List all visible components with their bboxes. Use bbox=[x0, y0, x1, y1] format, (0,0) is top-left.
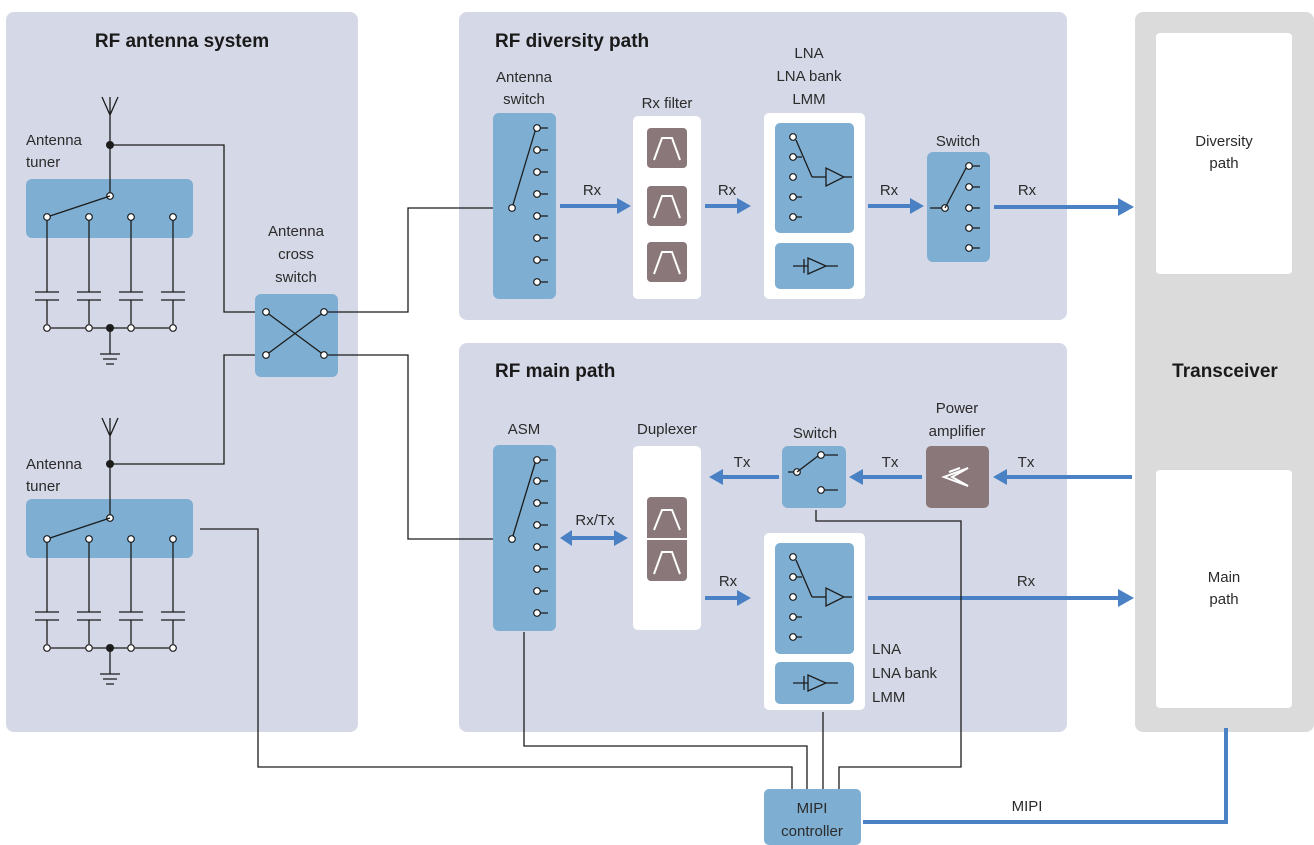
duplexer-label: Duplexer bbox=[637, 421, 697, 438]
main-path-label-line-2: path bbox=[1209, 591, 1238, 608]
tx-label-right: Tx bbox=[1018, 454, 1035, 471]
diversity-rx-label-3: Rx bbox=[880, 182, 899, 199]
diversity-antenna-switch-block bbox=[493, 113, 556, 299]
diversity-lna-label-line-2: LNA bank bbox=[776, 68, 842, 85]
main-switch: Switch bbox=[782, 425, 846, 508]
antenna-tuner-top: Antenna tuner bbox=[26, 96, 262, 365]
cross-switch-label-line-2: cross bbox=[278, 246, 314, 263]
transceiver-diversity-path-box bbox=[1156, 33, 1292, 274]
transceiver-title: Transceiver bbox=[1172, 361, 1278, 382]
antenna-tuner-top-label-line-2: tuner bbox=[26, 154, 60, 171]
cross-switch-label-line-3: switch bbox=[275, 269, 317, 286]
diversity-lna: LNA LNA bank LMM bbox=[764, 45, 865, 299]
rx-label-in: Rx bbox=[719, 573, 738, 590]
diversity-path-title: RF diversity path bbox=[495, 31, 649, 52]
diversity-path-label-line-1: Diversity bbox=[1195, 133, 1253, 150]
antenna-tuner-top-label-line-1: Antenna bbox=[26, 132, 83, 149]
diversity-antenna-switch: Antenna switch bbox=[493, 69, 556, 299]
rf-main-path-panel bbox=[459, 343, 1067, 732]
rx-label-out: Rx bbox=[1017, 573, 1036, 590]
main-lna-label-line-2: LNA bank bbox=[872, 665, 938, 682]
antenna-tuner-bottom: Antenna tuner bbox=[26, 354, 262, 685]
diversity-antenna-switch-label-line-2: switch bbox=[503, 91, 545, 108]
main-lna-label-line-1: LNA bbox=[872, 641, 901, 658]
mipi-bus-label: MIPI bbox=[1012, 798, 1043, 815]
main-switch-label: Switch bbox=[793, 425, 837, 442]
main-path-title: RF main path bbox=[495, 361, 615, 382]
rx-filter-label: Rx filter bbox=[642, 95, 693, 112]
ground-icon bbox=[100, 328, 120, 365]
antenna-cross-switch: Antenna cross switch bbox=[255, 207, 508, 540]
rf-diversity-path-panel bbox=[459, 12, 1067, 320]
cross-switch-label-line-1: Antenna bbox=[268, 223, 325, 240]
diversity-rx-arrows: Rx Rx Rx Rx bbox=[560, 182, 1134, 216]
amplifier-icon bbox=[807, 256, 828, 276]
mipi-controller: MIPI controller bbox=[764, 789, 861, 845]
amplifier-icon bbox=[807, 673, 828, 693]
power-amplifier-label-line-2: amplifier bbox=[929, 423, 986, 440]
antenna-tuner-top-block bbox=[26, 179, 193, 238]
asm: ASM bbox=[493, 421, 556, 631]
antenna-icon bbox=[101, 96, 119, 145]
diversity-lna-label-line-3: LMM bbox=[792, 91, 825, 108]
diversity-rx-label-2: Rx bbox=[718, 182, 737, 199]
ground-icon bbox=[100, 648, 120, 685]
diversity-antenna-switch-label-line-1: Antenna bbox=[496, 69, 553, 86]
mipi-controller-label-line-2: controller bbox=[781, 823, 843, 840]
diversity-switch: Switch bbox=[927, 133, 990, 262]
amplifier-icon bbox=[825, 166, 846, 188]
rx-tx-label: Rx/Tx bbox=[575, 512, 615, 529]
diversity-rx-label-1: Rx bbox=[583, 182, 602, 199]
amplifier-icon bbox=[825, 586, 846, 608]
bandpass-filter-icon bbox=[647, 186, 687, 226]
mipi-bus: MIPI bbox=[863, 728, 1228, 824]
asm-label: ASM bbox=[508, 421, 541, 438]
transceiver-main-path-box bbox=[1156, 470, 1292, 708]
cross-switch-block bbox=[255, 294, 338, 377]
diversity-lna-label-line-1: LNA bbox=[794, 45, 823, 62]
main-path-label-line-1: Main bbox=[1208, 569, 1241, 586]
mipi-control-lines bbox=[200, 510, 962, 789]
diversity-path-label-line-2: path bbox=[1209, 155, 1238, 172]
tx-label-left: Tx bbox=[734, 454, 751, 471]
mipi-controller-label-line-1: MIPI bbox=[797, 800, 828, 817]
diversity-switch-label: Switch bbox=[936, 133, 980, 150]
bandpass-filter-icon bbox=[647, 128, 687, 168]
asm-block bbox=[493, 445, 556, 631]
main-path-arrows: Rx/Tx Tx Tx Tx Rx Rx bbox=[560, 454, 1134, 607]
power-amplifier-label-line-1: Power bbox=[936, 400, 979, 417]
tx-label-mid: Tx bbox=[882, 454, 899, 471]
antenna-icon bbox=[101, 417, 119, 464]
main-lna-label-line-3: LMM bbox=[872, 689, 905, 706]
antenna-tuner-bottom-label-line-1: Antenna bbox=[26, 456, 83, 473]
main-lna: LNA LNA bank LMM bbox=[764, 533, 938, 710]
antenna-system-title: RF antenna system bbox=[95, 31, 269, 52]
diversity-rx-label-4: Rx bbox=[1018, 182, 1037, 199]
power-amplifier: Power amplifier bbox=[926, 400, 989, 508]
antenna-tuner-bottom-label-line-2: tuner bbox=[26, 478, 60, 495]
amplifier-icon bbox=[941, 467, 969, 487]
rx-filter: Rx filter bbox=[633, 95, 701, 299]
antenna-tuner-bottom-block bbox=[26, 499, 193, 558]
bandpass-filter-icon bbox=[647, 242, 687, 282]
duplexer: Duplexer bbox=[633, 421, 701, 630]
